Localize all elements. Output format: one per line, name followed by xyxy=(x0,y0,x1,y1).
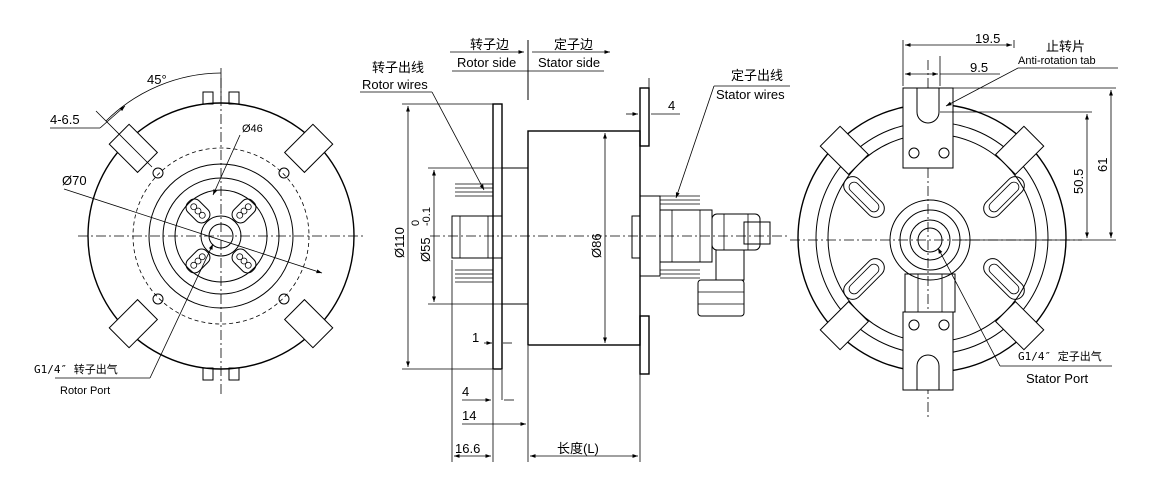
slot-nw xyxy=(283,123,334,174)
dim-110: Ø110 xyxy=(392,227,407,258)
dim-55: Ø55 xyxy=(418,237,433,262)
angle-label: 45° xyxy=(147,72,167,87)
dim-14: 14 xyxy=(462,408,476,423)
rotor-port-cn: G1/4″ 转子出气 xyxy=(34,362,118,376)
stator-side-cn: 定子边 xyxy=(554,37,593,52)
stator-wires xyxy=(660,195,700,279)
rotor-port-en: Rotor Port xyxy=(60,385,110,397)
rotor-flange xyxy=(492,103,503,370)
rotor-shaft xyxy=(451,215,503,259)
stator-flange-bottom xyxy=(639,315,650,375)
dim-61: 61 xyxy=(1095,158,1110,172)
dim-4-top: 4 xyxy=(668,98,675,113)
stator-wires-cn: 定子出线 xyxy=(731,68,783,83)
rotor-wires-cn: 转子出线 xyxy=(372,60,424,75)
length-label: 长度(L) xyxy=(557,441,599,456)
left-view: 45° 4-6.5 Ø46 Ø70 G1/4″ 转子出气 Rotor Port xyxy=(34,68,365,397)
tab-cn: 止转片 xyxy=(1046,39,1085,54)
outer-flange-circle xyxy=(87,102,355,370)
dim-16-6: 16.6 xyxy=(455,441,480,456)
inner-dia-label: Ø46 xyxy=(242,123,263,135)
dim-50-5: 50.5 xyxy=(1071,169,1086,194)
stator-port-cn: G1/4″ 定子出气 xyxy=(1018,349,1102,363)
anti-rotation-tab-top xyxy=(902,87,954,169)
tab-en: Anti-rotation tab xyxy=(1018,55,1096,67)
middle-view: 转子边 Rotor side 定子边 Stator side 转子出线 Roto… xyxy=(360,37,790,462)
dim-1: 1 xyxy=(472,330,479,345)
rotor-side-en: Rotor side xyxy=(457,55,516,70)
outer-dia-label: Ø70 xyxy=(62,173,87,188)
stator-port-en: Stator Port xyxy=(1026,371,1089,386)
dim-55-tol-lower: -0.1 xyxy=(421,207,433,226)
right-view: 19.5 9.5 止转片 Anti-rotation tab 50.5 61 G… xyxy=(790,31,1118,420)
dim-55-tol-upper: 0 xyxy=(410,220,422,226)
stator-side-en: Stator side xyxy=(538,55,600,70)
connector-pins xyxy=(185,198,257,274)
holes-label: 4-6.5 xyxy=(50,112,80,127)
dim-86: Ø86 xyxy=(589,233,604,258)
stator-flange-top xyxy=(639,87,650,147)
dim-19-5: 19.5 xyxy=(975,31,1000,46)
rotor-wires-en: Rotor wires xyxy=(362,77,428,92)
anti-rotation-tab-bottom xyxy=(902,311,954,391)
slot-sw xyxy=(283,298,334,349)
main-body xyxy=(527,130,641,346)
stator-wires-en: Stator wires xyxy=(716,87,785,102)
dim-9-5: 9.5 xyxy=(970,60,988,75)
rotor-wires xyxy=(455,183,493,283)
slot-se xyxy=(108,298,159,349)
rotor-side-cn: 转子边 xyxy=(470,37,509,52)
dim-4-bottom: 4 xyxy=(462,384,469,399)
